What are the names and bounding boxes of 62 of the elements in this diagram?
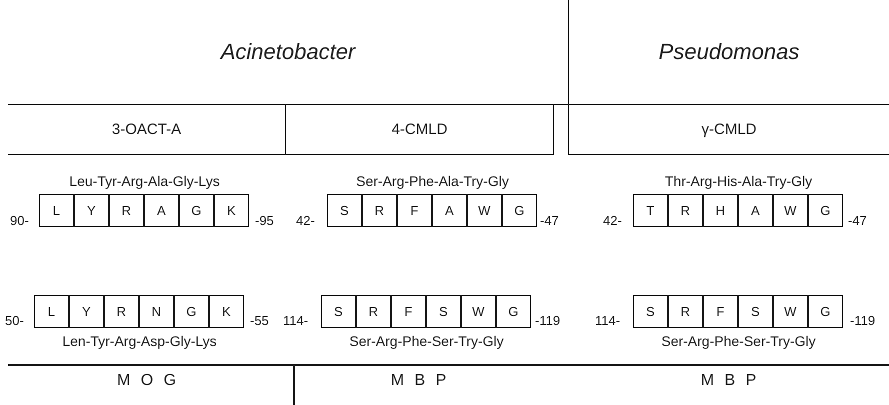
residue-cell: A	[738, 194, 773, 227]
sequence-name: Leu-Tyr-Arg-Ala-Gly-Lys	[68, 173, 221, 189]
position-number: -47	[540, 213, 559, 228]
residue-cell: G	[178, 194, 214, 227]
residue-cell: W	[772, 295, 808, 328]
position-number: 90-	[10, 213, 29, 228]
protein-name: M B P	[700, 372, 760, 390]
residue-cell: G	[808, 194, 843, 227]
residue-cell: F	[702, 295, 738, 328]
position-number: 114-	[595, 313, 620, 328]
sequence-name: Ser-Arg-Phe-Ala-Try-Gly	[355, 173, 510, 189]
residue-cell: L	[38, 194, 74, 227]
residue-cell: R	[356, 295, 391, 328]
residue-cell: W	[466, 194, 502, 227]
residue-cell: R	[668, 295, 703, 328]
position-number: 42-	[603, 213, 622, 228]
residue-cell: R	[668, 194, 703, 227]
residue-cell: S	[320, 295, 356, 328]
header-cell: 3-OACT-A	[8, 105, 286, 155]
residue-cell: H	[702, 194, 738, 227]
residue-cell: S	[632, 295, 668, 328]
residue-cell: G	[502, 194, 537, 227]
residue-cell: F	[396, 194, 432, 227]
residue-cell: G	[496, 295, 531, 328]
residue-cell: R	[362, 194, 397, 227]
residue-cell: Y	[74, 194, 109, 227]
column-header: Pseudomonas	[569, 0, 889, 105]
residue-cell: S	[738, 295, 773, 328]
protein-name: M B P	[390, 372, 450, 390]
residue-cell: K	[214, 194, 249, 227]
header-cell: γ-CMLD	[568, 105, 889, 155]
residue-cell: G	[808, 295, 843, 328]
sequence-name: Ser-Arg-Phe-Ser-Try-Gly	[348, 333, 505, 349]
residue-cell: K	[208, 295, 244, 328]
position-number: 42-	[296, 213, 315, 228]
residue-cell: A	[144, 194, 179, 227]
position-number: -95	[255, 213, 274, 228]
sequence-name: Len-Tyr-Arg-Asp-Gly-Lys	[61, 333, 218, 349]
position-number: 50-	[5, 313, 24, 328]
residue-cell: W	[460, 295, 496, 328]
position-number: -119	[535, 313, 560, 328]
header-cell: 4-CMLD	[286, 105, 554, 155]
position-number: -119	[850, 313, 876, 328]
sequence-name: Ser-Arg-Phe-Ser-Try-Gly	[660, 333, 817, 349]
residue-cell: W	[772, 194, 808, 227]
sequence-name: Thr-Arg-His-Ala-Try-Gly	[664, 173, 814, 189]
protein-name: M O G	[116, 372, 180, 390]
position-number: 114-	[283, 313, 308, 328]
residue-cell: G	[174, 295, 209, 328]
position-number: -47	[848, 213, 867, 228]
residue-cell: L	[34, 295, 69, 328]
residue-cell: T	[632, 194, 668, 227]
residue-cell: S	[426, 295, 461, 328]
residue-cell: R	[108, 194, 144, 227]
residue-cell: A	[432, 194, 467, 227]
residue-cell: R	[104, 295, 139, 328]
residue-cell: S	[326, 194, 362, 227]
residue-cell: Y	[68, 295, 104, 328]
position-number: -55	[250, 313, 269, 328]
residue-cell: F	[390, 295, 426, 328]
column-header: Acinetobacter	[8, 0, 569, 105]
residue-cell: N	[138, 295, 174, 328]
